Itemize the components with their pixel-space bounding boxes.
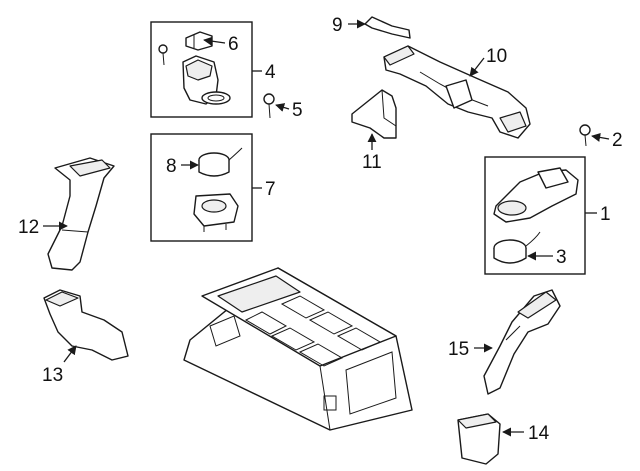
leader-2: [591, 132, 610, 142]
part-13-duct[interactable]: [43, 289, 129, 361]
part-4-blower-housing[interactable]: [182, 55, 231, 105]
callout-11: 11: [362, 152, 382, 173]
part-15-duct[interactable]: [483, 289, 561, 395]
callout-9: 9: [332, 15, 343, 36]
part-3-motor[interactable]: [493, 231, 541, 264]
callout-12: 12: [18, 217, 39, 238]
leader-6: [203, 36, 226, 46]
part-14-duct[interactable]: [457, 413, 501, 465]
part-5-screw[interactable]: [263, 93, 275, 119]
part-11-duct-panel[interactable]: [351, 89, 397, 139]
callout-1: 1: [600, 204, 611, 225]
group-box-4: [150, 21, 253, 118]
callout-14: 14: [528, 423, 550, 444]
callout-2: 2: [612, 130, 623, 151]
leader-lines: [43, 19, 610, 437]
callout-7: 7: [265, 179, 276, 200]
leader-13: [63, 345, 77, 363]
part-2-bolt[interactable]: [579, 124, 591, 147]
part-12-duct[interactable]: [47, 157, 115, 271]
part-9-clip[interactable]: [364, 16, 411, 39]
part-1-blower-case[interactable]: [493, 167, 579, 223]
callout-8: 8: [166, 156, 177, 177]
part-7-blower-fan[interactable]: [193, 193, 239, 232]
callout-3: 3: [556, 247, 567, 268]
part-4-screw[interactable]: [158, 44, 168, 66]
group-box-1: [484, 156, 586, 275]
leader-10: [469, 57, 485, 77]
battery-pack[interactable]: [183, 267, 413, 431]
callout-4: 4: [265, 62, 276, 83]
leader-5: [275, 103, 290, 112]
callout-13: 13: [42, 365, 63, 386]
callout-15: 15: [448, 339, 469, 360]
callout-5: 5: [292, 100, 303, 121]
part-10-duct[interactable]: [383, 45, 531, 139]
callout-6: 6: [228, 34, 239, 55]
callout-labels: 1 2 3 4 5 6 7 8 9 10 11 12 13 14 15: [18, 15, 623, 444]
callout-10: 10: [486, 46, 507, 67]
group-box-7: [150, 133, 253, 242]
part-8-blower-motor[interactable]: [198, 147, 243, 177]
